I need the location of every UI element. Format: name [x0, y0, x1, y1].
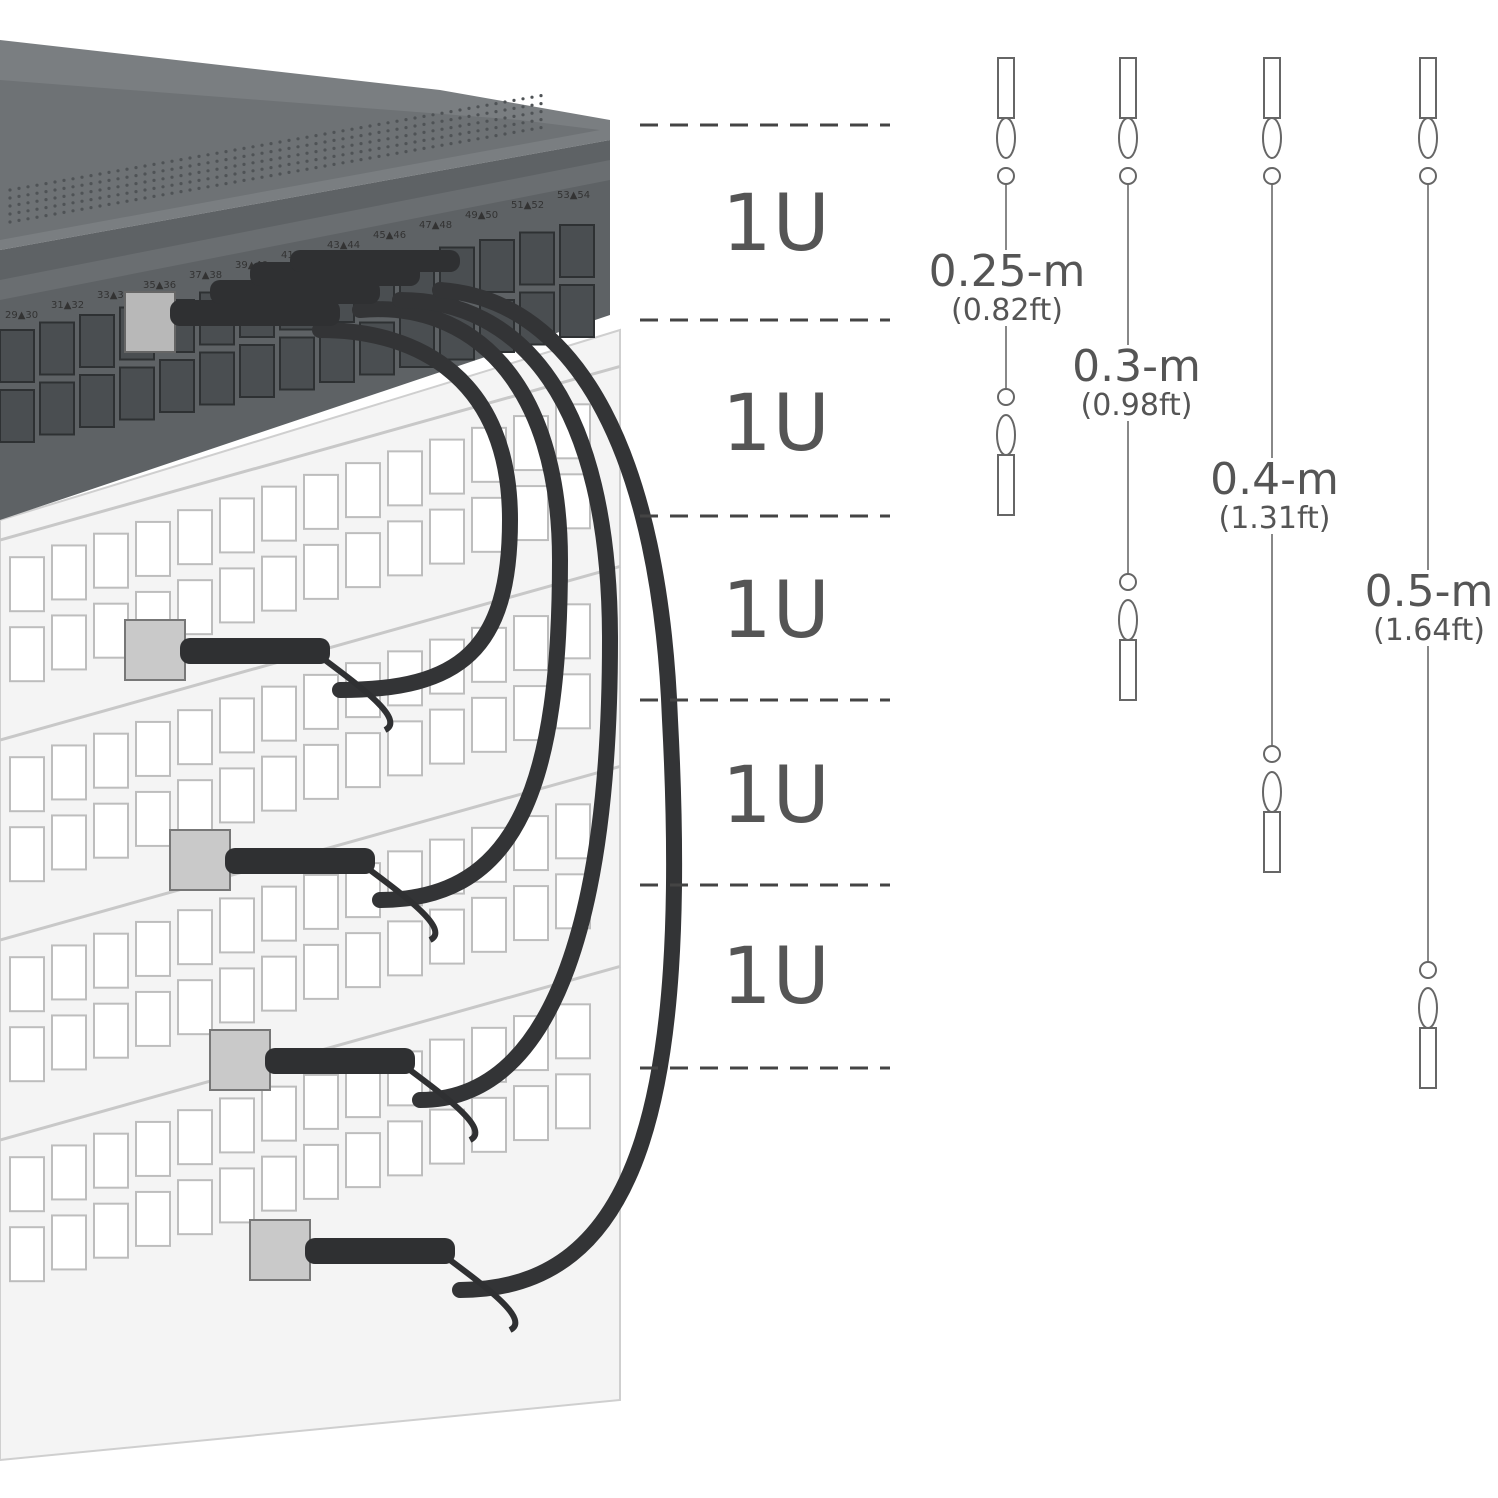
length-meters: 0.4-m	[1210, 454, 1339, 505]
cable-length-label: 0.5-m (1.64ft)	[1356, 570, 1498, 646]
lower-rack-devices	[0, 328, 621, 1462]
port-label: 33▲34	[97, 290, 130, 301]
cable-length-label: 0.25-m (0.82ft)	[918, 250, 1096, 326]
cable-connectors	[124, 250, 519, 1333]
rack-unit-label: 1U	[722, 379, 831, 469]
length-meters: 0.25-m	[928, 246, 1086, 297]
port-label: 35▲36	[143, 280, 176, 291]
rack-unit-guides	[640, 123, 890, 1070]
length-feet: (0.82ft)	[950, 293, 1063, 328]
vent-pattern	[8, 94, 543, 224]
port-label: 49▲50	[465, 210, 498, 221]
port-label: 43▲44	[327, 240, 360, 251]
port-grid	[0, 364, 621, 1283]
port-label: 31▲32	[51, 300, 84, 311]
length-meters: 0.3-m	[1072, 341, 1201, 392]
top-switch: 29▲3031▲3233▲3435▲3637▲3839▲4041▲4243▲44…	[0, 40, 610, 520]
cable-length-diagrams	[996, 57, 1438, 1089]
length-feet: (0.98ft)	[1080, 388, 1193, 423]
rack-unit-label: 1U	[722, 751, 831, 841]
port-label: 29▲30	[5, 310, 38, 321]
dac-cables	[312, 282, 683, 1298]
port-label: 39▲40	[235, 260, 268, 271]
cable-length-label: 0.4-m (1.31ft)	[1198, 458, 1351, 534]
port-label: 45▲46	[373, 230, 406, 241]
rack-unit-label: 1U	[722, 179, 831, 269]
cable-length-label: 0.3-m (0.98ft)	[1060, 345, 1213, 421]
rack-unit-label: 1U	[722, 566, 831, 656]
length-meters: 0.5-m	[1364, 566, 1494, 617]
length-feet: (1.64ft)	[1372, 613, 1485, 648]
port-label: 53▲54	[557, 190, 590, 201]
rack-unit-label: 1U	[722, 932, 831, 1022]
switch-port-labels: 29▲3031▲3233▲3435▲3637▲3839▲4041▲4243▲44…	[5, 190, 590, 321]
port-label: 51▲52	[511, 200, 544, 211]
port-label: 47▲48	[419, 220, 452, 231]
length-feet: (1.31ft)	[1218, 501, 1331, 536]
port-label: 37▲38	[189, 270, 222, 281]
